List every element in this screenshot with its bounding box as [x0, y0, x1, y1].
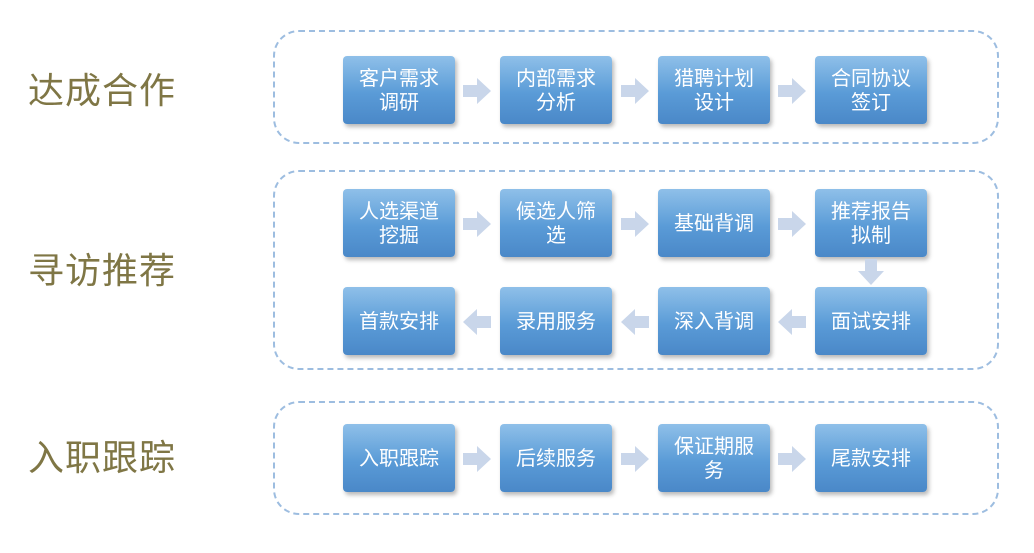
- stage-panel-onboarding-tracking: [273, 401, 999, 515]
- step-box-recommendation-report: 推荐报告 拟制: [815, 189, 927, 257]
- arrow-right-icon: [463, 211, 491, 237]
- arrow-right-icon: [778, 446, 806, 472]
- step-box-onboarding-tracking: 入职跟踪: [343, 424, 455, 492]
- arrow-left-icon: [621, 309, 649, 335]
- step-box-first-payment: 首款安排: [343, 287, 455, 355]
- arrow-right-icon: [621, 78, 649, 104]
- arrow-right-icon: [778, 211, 806, 237]
- stage-label-cooperation: 达成合作: [28, 71, 177, 112]
- stage-panel-cooperation: [273, 30, 999, 144]
- step-box-guarantee-period-service: 保证期服 务: [658, 424, 770, 492]
- step-box-internal-needs-analysis: 内部需求 分析: [500, 56, 612, 124]
- arrow-right-icon: [463, 446, 491, 472]
- step-box-deep-background-check: 深入背调: [658, 287, 770, 355]
- stage-label-onboarding-tracking: 入职跟踪: [28, 438, 177, 479]
- step-box-client-needs-research: 客户需求 调研: [343, 56, 455, 124]
- step-box-contract-signing: 合同协议 签订: [815, 56, 927, 124]
- arrow-right-icon: [621, 446, 649, 472]
- arrow-right-icon: [778, 78, 806, 104]
- step-box-headhunt-plan-design: 猎聘计划 设计: [658, 56, 770, 124]
- step-box-hiring-service: 录用服务: [500, 287, 612, 355]
- step-box-basic-background-check: 基础背调: [658, 189, 770, 257]
- step-box-follow-up-service: 后续服务: [500, 424, 612, 492]
- arrow-left-icon: [463, 309, 491, 335]
- step-box-final-payment: 尾款安排: [815, 424, 927, 492]
- step-box-candidate-screening: 候选人筛 选: [500, 189, 612, 257]
- stage-label-search-recommend: 寻访推荐: [28, 251, 177, 292]
- arrow-left-icon: [778, 309, 806, 335]
- step-box-candidate-channel-mining: 人选渠道 挖掘: [343, 189, 455, 257]
- arrow-down-icon: [858, 259, 884, 285]
- arrow-right-icon: [463, 78, 491, 104]
- arrow-right-icon: [621, 211, 649, 237]
- step-box-interview-arrangement: 面试安排: [815, 287, 927, 355]
- stage-panel-search-recommend: [273, 170, 999, 370]
